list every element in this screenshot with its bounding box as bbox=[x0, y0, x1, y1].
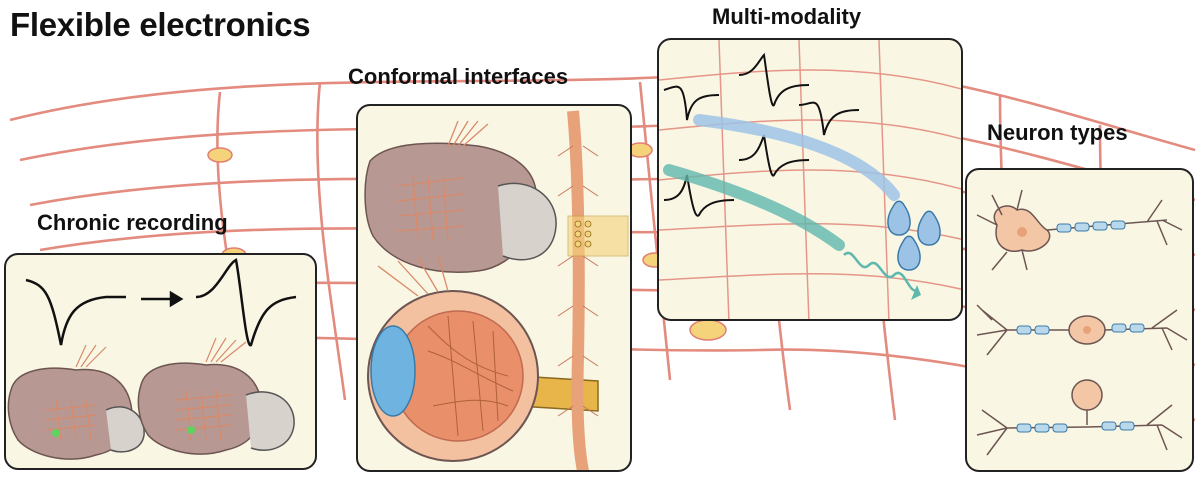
conformal-interfaces-panel bbox=[356, 104, 632, 472]
pseudounipolar-neuron-icon bbox=[976, 379, 1183, 456]
fluid-droplets-icon bbox=[887, 200, 941, 271]
spinal-cord-icon bbox=[557, 110, 629, 470]
brain-icon bbox=[137, 337, 295, 455]
arrow-right-icon bbox=[141, 290, 184, 308]
optical-fiber-blue bbox=[693, 114, 900, 201]
bipolar-neuron-icon bbox=[976, 304, 1188, 356]
neuron-types-panel bbox=[965, 168, 1194, 472]
multi-modality-label: Multi-modality bbox=[712, 4, 862, 29]
spike-waveform-before bbox=[25, 278, 126, 346]
conformal-interfaces-illustration bbox=[364, 110, 629, 470]
optical-fiber-teal bbox=[663, 164, 845, 251]
multi-modality-illustration bbox=[659, 40, 961, 319]
chronic-recording-label: Chronic recording bbox=[37, 210, 228, 235]
brain-icon bbox=[364, 120, 557, 273]
wave-signal-icon bbox=[843, 251, 918, 292]
spike-waveform bbox=[663, 52, 860, 217]
neuron-types-label: Neuron types bbox=[987, 120, 1128, 145]
neuron-types-illustration bbox=[976, 189, 1188, 456]
eye-icon bbox=[367, 255, 599, 462]
spike-waveform-after bbox=[195, 258, 297, 347]
chronic-recording-panel bbox=[4, 253, 317, 470]
wave-arrowhead-icon bbox=[911, 285, 921, 300]
chronic-recording-illustration bbox=[7, 258, 297, 460]
multi-modality-panel bbox=[657, 38, 963, 321]
page-title: Flexible electronics bbox=[10, 6, 311, 43]
brain-icon bbox=[7, 344, 145, 460]
conformal-interfaces-label: Conformal interfaces bbox=[348, 64, 569, 89]
multipolar-neuron-icon bbox=[976, 189, 1183, 271]
